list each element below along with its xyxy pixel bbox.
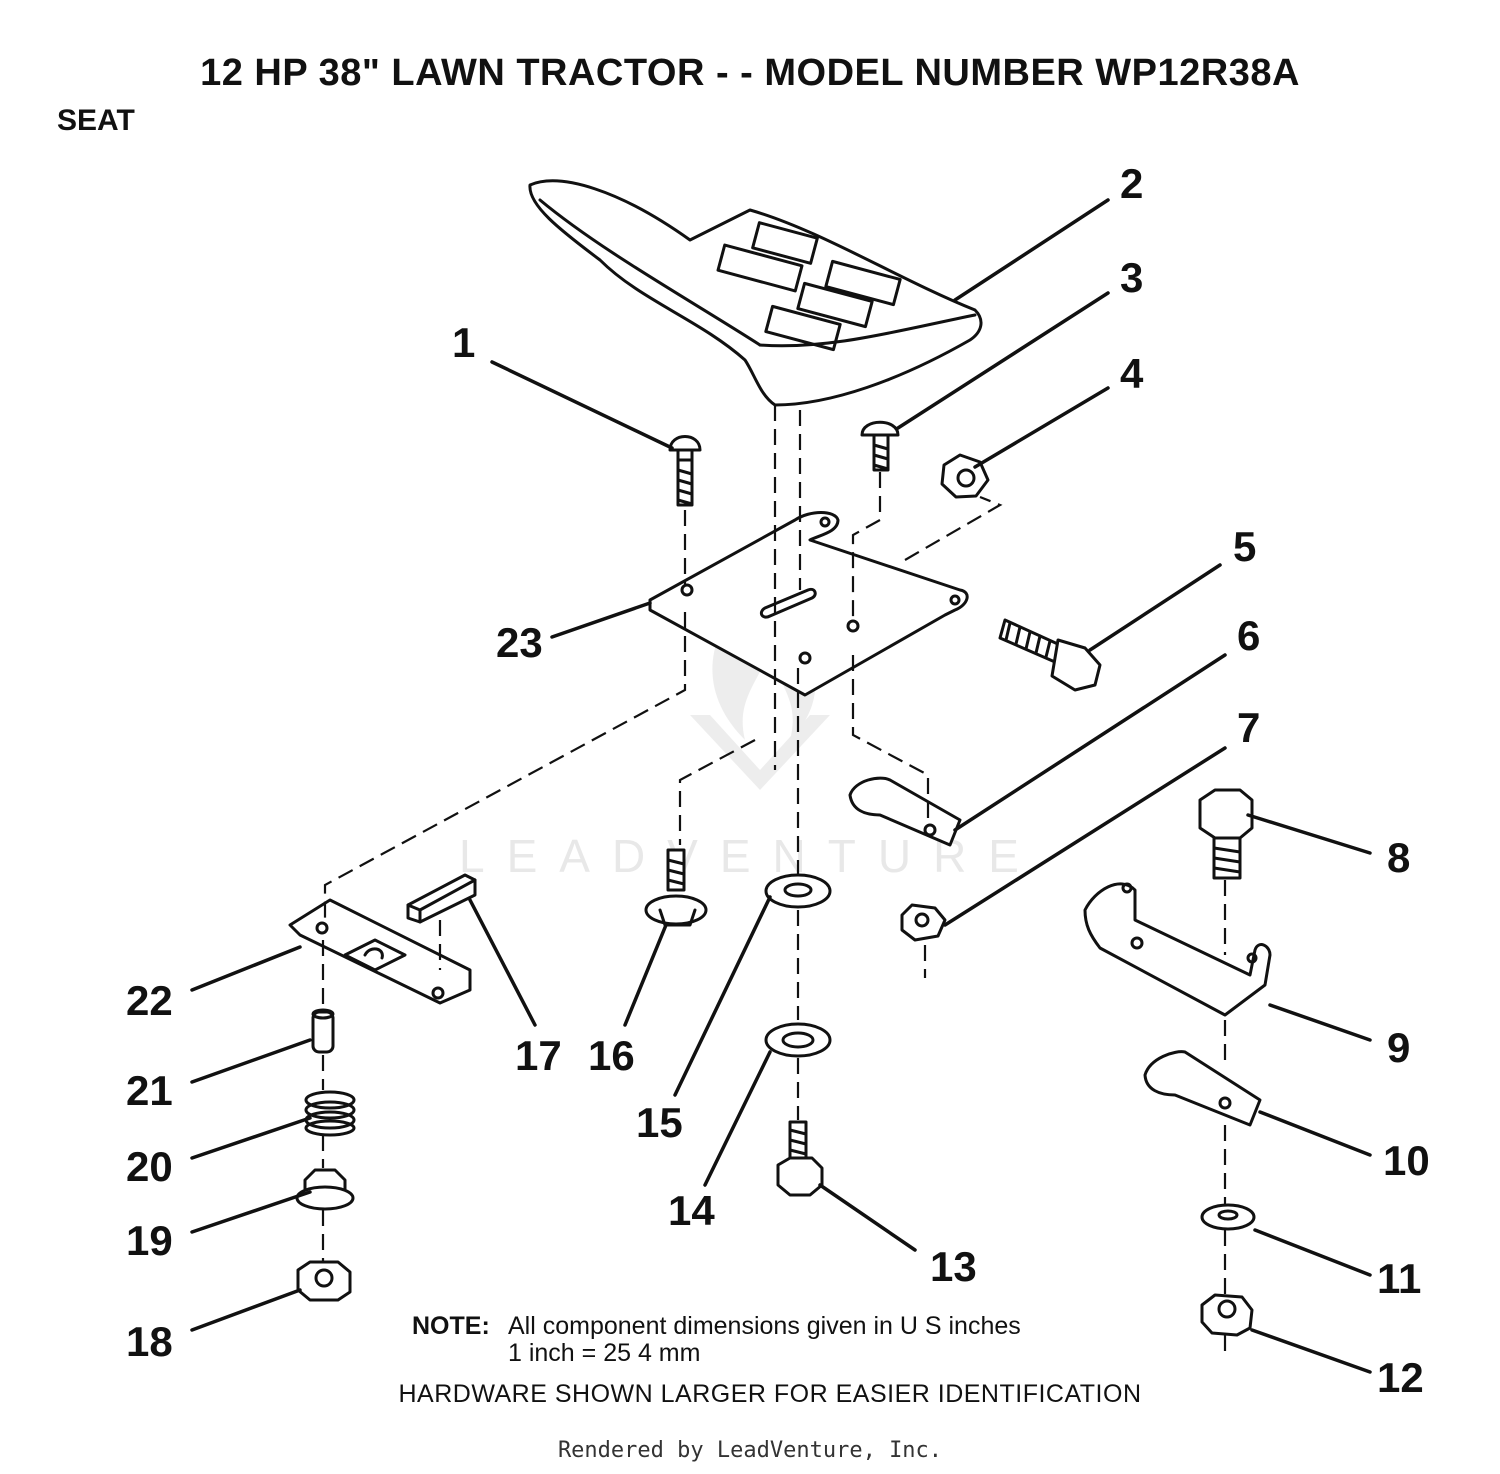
diagram-title: 12 HP 38" LAWN TRACTOR - - MODEL NUMBER …	[200, 52, 1300, 94]
section-label: SEAT	[57, 104, 135, 137]
callout-2: 2	[1120, 160, 1143, 207]
lock-nut-part	[900, 903, 947, 942]
flange-nut-part	[296, 1260, 352, 1302]
callout-14: 14	[668, 1187, 715, 1234]
note-line-2: 1 inch = 25 4 mm	[508, 1339, 701, 1367]
callout-10: 10	[1383, 1137, 1430, 1184]
callout-6: 6	[1237, 612, 1260, 659]
callout-18: 18	[126, 1318, 173, 1365]
note-line-1: All component dimensions given in U S in…	[508, 1312, 1021, 1340]
assembly-lines	[321, 405, 1227, 1358]
callout-20: 20	[126, 1143, 173, 1190]
callout-16: 16	[588, 1032, 635, 1079]
render-credit: Rendered by LeadVenture, Inc.	[557, 1438, 943, 1463]
spring-part	[304, 1090, 356, 1137]
pin-part	[311, 1008, 335, 1054]
callout-19: 19	[126, 1217, 173, 1264]
seat-part	[528, 179, 983, 407]
seat-bolt-part	[860, 420, 900, 472]
hex-nut-part	[940, 453, 990, 499]
shoulder-bolt-part	[998, 618, 1102, 692]
carriage-bolt-part	[668, 435, 702, 507]
lower-clip-part	[1143, 1050, 1262, 1127]
callout-17: 17	[515, 1032, 562, 1079]
flat-washer-part	[764, 873, 832, 909]
callout-23: 23	[496, 619, 543, 666]
hex-head-bolt-part	[776, 1120, 824, 1197]
callout-5: 5	[1233, 523, 1256, 570]
callouts: 1 2 3 4 5 6 7 8 9 10 11 12 13 14 15 16 1…	[126, 160, 1430, 1401]
hardware-note: HARDWARE SHOWN LARGER FOR EASIER IDENTIF…	[398, 1380, 1142, 1408]
note-label: NOTE:	[412, 1312, 490, 1340]
watermark-text: LEADVENTURE	[459, 830, 1041, 882]
callout-8: 8	[1387, 834, 1410, 881]
leader-lines	[190, 198, 1372, 1374]
flange-bolt-part	[644, 848, 708, 927]
callout-1: 1	[452, 319, 475, 366]
key-part	[406, 873, 477, 924]
callout-13: 13	[930, 1243, 977, 1290]
watermark-v-icon	[690, 715, 830, 790]
callout-4: 4	[1120, 350, 1144, 397]
latch-plate-part	[288, 898, 472, 1005]
callout-3: 3	[1120, 254, 1143, 301]
callout-21: 21	[126, 1067, 173, 1114]
washer-part	[1200, 1203, 1256, 1231]
seat-plate-part	[648, 511, 969, 697]
cap-part	[295, 1168, 355, 1211]
callout-15: 15	[636, 1099, 683, 1146]
nylock-nut-part	[1200, 1293, 1254, 1337]
lock-washer-part	[764, 1022, 832, 1058]
callout-11: 11	[1377, 1255, 1421, 1302]
hex-bolt-part	[1198, 788, 1254, 880]
spring-clip-part	[848, 776, 962, 847]
callout-22: 22	[126, 977, 173, 1024]
callout-7: 7	[1237, 704, 1260, 751]
callout-9: 9	[1387, 1024, 1410, 1071]
bracket-part	[1083, 882, 1272, 1017]
callout-12: 12	[1377, 1354, 1424, 1401]
dimension-note: NOTE: All component dimensions given in U…	[412, 1312, 1021, 1367]
